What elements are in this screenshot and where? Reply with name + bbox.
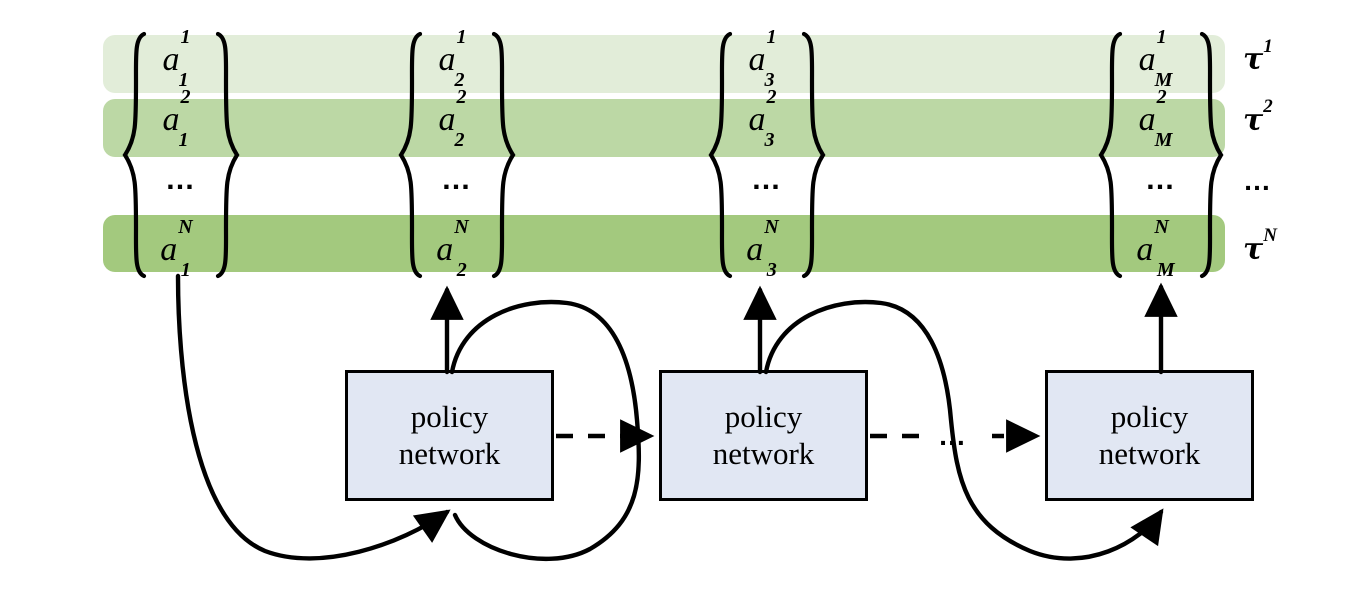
policy-box-line-2: network — [398, 435, 501, 471]
policy-box-line-1: policy — [1110, 398, 1189, 434]
action-symbol: aNM — [1136, 216, 1175, 282]
action-symbol: aN2 — [436, 216, 469, 282]
policy-network-2[interactable]: policy network — [659, 370, 868, 501]
chain-ellipsis: … — [938, 420, 968, 451]
action-cell: aN1 — [148, 216, 214, 282]
left-brace-icon — [708, 30, 734, 280]
policy-network-1[interactable]: policy network — [345, 370, 554, 501]
tau-glyph: 𝝉 — [1243, 43, 1264, 77]
action-cells: a13 a23 … aN3 — [734, 26, 800, 282]
action-column-2: a12 a22 … aN2 — [398, 26, 516, 282]
right-brace-icon — [1198, 30, 1224, 280]
action-column-1: a11 a21 … aN1 — [122, 26, 240, 282]
action-cell-ellipsis: … — [441, 163, 473, 196]
policy-box-line-2: network — [1098, 435, 1201, 471]
action-cell: a13 — [734, 26, 800, 92]
action-cell: aN2 — [424, 216, 490, 282]
action-cell: a11 — [148, 26, 214, 92]
action-cell: aNM — [1124, 216, 1198, 282]
action-symbol: a1M — [1138, 26, 1173, 92]
trajectory-band-2 — [103, 99, 1225, 157]
action-cell: a22 — [424, 86, 490, 152]
right-brace-icon — [490, 30, 516, 280]
action-cell: a21 — [148, 86, 214, 152]
action-symbol: aN1 — [160, 216, 193, 282]
action-symbol: a11 — [162, 26, 191, 92]
action-symbol: a2M — [1138, 86, 1173, 152]
action-cells: a11 a21 … aN1 — [148, 26, 214, 282]
action-column-3: a13 a23 … aN3 — [708, 26, 826, 282]
policy-box-line-2: network — [712, 435, 815, 471]
right-brace-icon — [214, 30, 240, 280]
left-brace-icon — [1098, 30, 1124, 280]
action-cell-ellipsis: … — [1145, 163, 1177, 196]
action-cell: a23 — [734, 86, 800, 152]
tau-glyph: 𝝉 — [1243, 103, 1264, 137]
policy-network-3[interactable]: policy network — [1045, 370, 1254, 501]
action-cell: a1M — [1124, 26, 1198, 92]
action-symbol: a13 — [748, 26, 777, 92]
right-brace-icon — [800, 30, 826, 280]
trajectory-band-N — [103, 215, 1225, 272]
action-symbol: a12 — [438, 26, 467, 92]
policy-box-line-1: policy — [724, 398, 803, 434]
action-symbol: a22 — [438, 86, 467, 152]
action-cell: a12 — [424, 26, 490, 92]
action-cell-ellipsis: … — [165, 163, 197, 196]
trajectory-band-1 — [103, 35, 1225, 93]
tau-glyph: 𝝉 — [1243, 232, 1264, 266]
action-symbol: a23 — [748, 86, 777, 152]
action-cell: a2M — [1124, 86, 1198, 152]
action-cells: a12 a22 … aN2 — [424, 26, 490, 282]
trajectory-label-ellipsis: … — [1243, 165, 1273, 197]
left-brace-icon — [122, 30, 148, 280]
policy-box-line-1: policy — [410, 398, 489, 434]
action-cell: aN3 — [734, 216, 800, 282]
action-cells: a1M a2M … aNM — [1124, 26, 1198, 282]
action-symbol: a21 — [162, 86, 191, 152]
left-brace-icon — [398, 30, 424, 280]
action-column-M: a1M a2M … aNM — [1098, 26, 1224, 282]
action-cell-ellipsis: … — [751, 163, 783, 196]
action-symbol: aN3 — [746, 216, 779, 282]
